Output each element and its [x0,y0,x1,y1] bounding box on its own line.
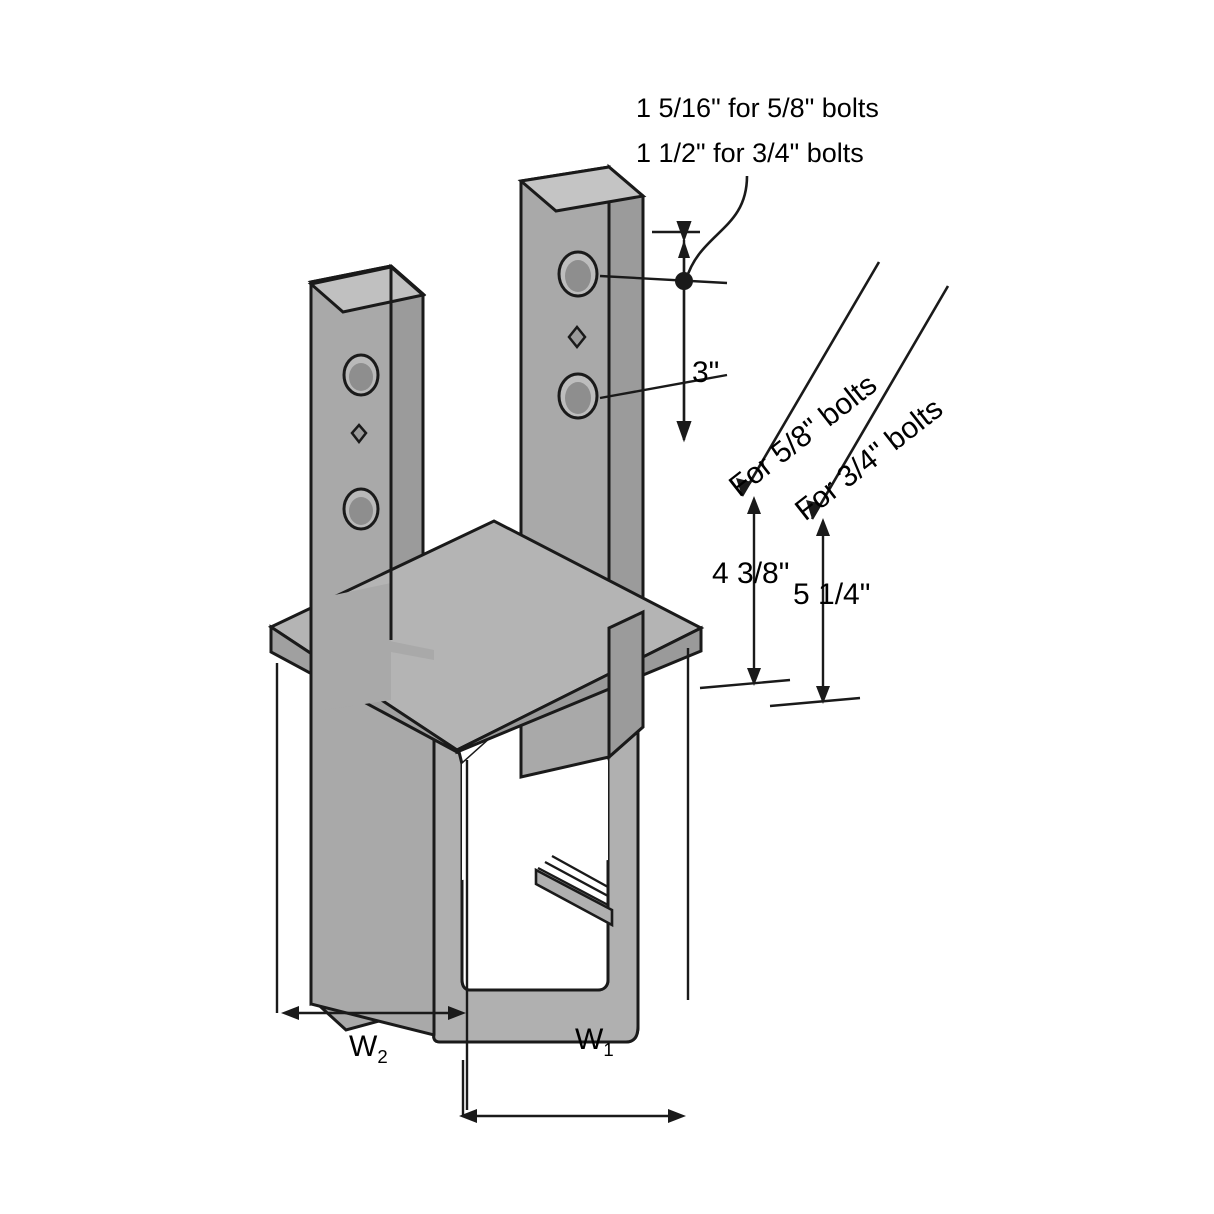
top-note-line1: 1 5/16" for 5/8" bolts [636,93,879,123]
w2-subscript: 2 [377,1046,388,1067]
dim-438-label: 4 3/8" [712,557,790,590]
right-strap-lower [607,609,645,761]
width-w1-label: W1 [575,1023,614,1060]
bracket-body [267,163,705,1044]
left-strap-overlap [309,267,393,1004]
dimension-lines [275,175,950,1123]
w1-subscript: 1 [603,1039,614,1060]
right-strap-holes [557,250,599,420]
dim-514-label: 5 1/4" [793,578,871,611]
top-note-line2: 1 1/2" for 3/4" bolts [636,138,864,168]
height-3in-label: 3" [692,356,720,389]
width-w2-label: W2 [349,1030,388,1067]
left-strap-holes [342,353,380,531]
